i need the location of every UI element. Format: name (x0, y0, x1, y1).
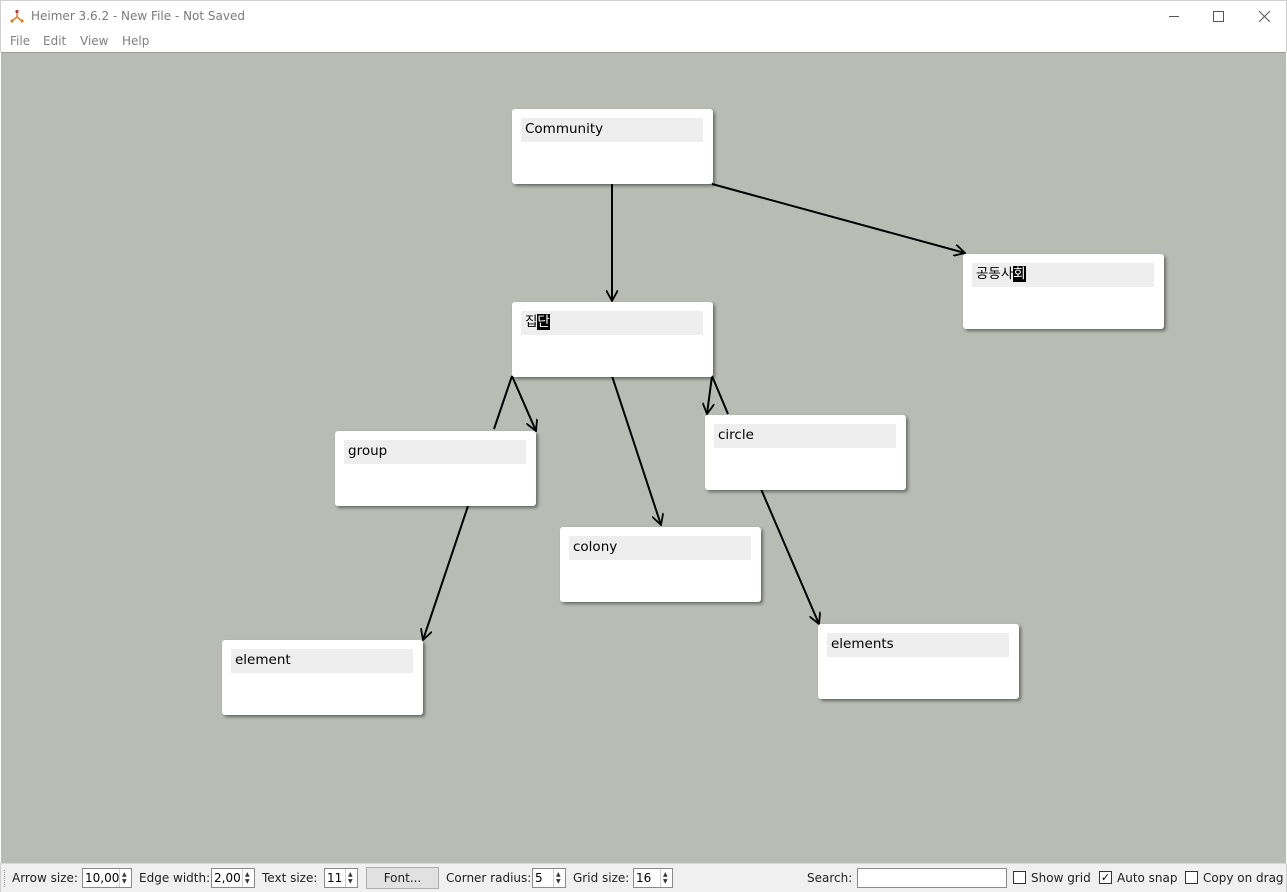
spin-up-icon[interactable]: ▲ (122, 871, 127, 878)
minimize-icon (1168, 16, 1179, 17)
edge-jipdan-circle-upper[interactable] (707, 375, 712, 414)
close-icon (1258, 11, 1270, 22)
spin-up-icon[interactable]: ▲ (556, 871, 561, 878)
edge-width-label: Edge width: (139, 871, 211, 885)
text-size-spinbox[interactable]: 11 ▲▼ (324, 868, 358, 888)
edge-circle-elements[interactable] (760, 488, 819, 624)
close-button[interactable] (1241, 1, 1287, 32)
text-size-label: Text size: (262, 871, 318, 885)
node-element[interactable]: element (222, 640, 423, 715)
node-elements[interactable]: elements (818, 624, 1019, 699)
spin-down-icon[interactable]: ▼ (122, 878, 127, 885)
font-button[interactable]: Font... (366, 867, 439, 889)
menu-file[interactable]: File (10, 34, 31, 48)
maximize-button[interactable] (1195, 1, 1241, 32)
corner-radius-label: Corner radius: (446, 871, 532, 885)
spin-up-icon[interactable]: ▲ (348, 871, 353, 878)
edge-group-element[interactable] (423, 505, 469, 640)
menu-bar: File Edit View Help (0, 31, 1287, 52)
edge-width-value: 2,00 (214, 871, 241, 885)
window-title: Heimer 3.6.2 - New File - Not Saved (31, 9, 245, 23)
search-input[interactable] (857, 868, 1007, 888)
maximize-icon (1212, 11, 1224, 22)
bottom-toolbar: Arrow size: 10,00 ▲▼ Edge width: 2,00 ▲▼… (0, 863, 1287, 892)
spin-arrows[interactable]: ▲▼ (553, 869, 565, 887)
arrow-size-value: 10,00 (85, 871, 120, 885)
grid-size-value: 16 (636, 871, 652, 885)
checkmark-icon: ✓ (1100, 871, 1111, 884)
menu-edit[interactable]: Edit (43, 34, 67, 48)
spin-down-icon[interactable]: ▼ (663, 878, 668, 885)
auto-snap-label[interactable]: Auto snap (1117, 871, 1178, 885)
node-gongdongsahoe[interactable]: 공동사회 (963, 254, 1164, 329)
spin-up-icon[interactable]: ▲ (245, 871, 250, 878)
menu-view[interactable]: View (80, 34, 109, 48)
copy-on-drag-checkbox[interactable] (1185, 871, 1198, 884)
edge-jipdan-colony[interactable] (611, 375, 661, 525)
grid-size-label: Grid size: (573, 871, 630, 885)
edge-jipdan-circle-lower[interactable] (711, 375, 729, 415)
node-text[interactable]: 공동사회 (972, 263, 1154, 287)
show-grid-checkbox[interactable] (1013, 871, 1026, 884)
node-text[interactable]: group (344, 440, 526, 464)
node-text-content: 공동사 (976, 266, 1014, 282)
copy-on-drag-label[interactable]: Copy on drag (1203, 871, 1284, 885)
text-cursor-char: 회 (1013, 266, 1026, 282)
node-text[interactable]: element (231, 649, 413, 673)
node-text[interactable]: 집단 (521, 311, 703, 335)
grid-size-spinbox[interactable]: 16 ▲▼ (633, 868, 673, 888)
node-text[interactable]: circle (714, 424, 896, 448)
spin-arrows[interactable]: ▲▼ (660, 869, 672, 887)
heimer-app-icon (10, 9, 24, 23)
node-jipdan[interactable]: 집단 (512, 302, 713, 377)
spin-arrows[interactable]: ▲▼ (242, 869, 254, 887)
arrow-size-label: Arrow size: (12, 871, 78, 885)
menu-help[interactable]: Help (122, 34, 150, 48)
minimize-button[interactable] (1151, 1, 1197, 32)
edge-community-gongdongsahoe[interactable] (711, 183, 965, 253)
title-bar: Heimer 3.6.2 - New File - Not Saved (0, 0, 1287, 31)
node-community[interactable]: Community (512, 109, 713, 184)
edge-jipdan-group-lower[interactable] (493, 375, 513, 430)
spin-down-icon[interactable]: ▼ (556, 878, 561, 885)
spin-up-icon[interactable]: ▲ (663, 871, 668, 878)
edge-width-spinbox[interactable]: 2,00 ▲▼ (211, 868, 255, 888)
node-text[interactable]: Community (521, 118, 703, 142)
corner-radius-value: 5 (535, 871, 543, 885)
mind-map-canvas[interactable]: Community 공동사회 집단 group circle colony el… (1, 52, 1286, 863)
text-cursor-char: 단 (537, 314, 550, 330)
arrow-size-spinbox[interactable]: 10,00 ▲▼ (82, 868, 132, 888)
spin-arrows[interactable]: ▲▼ (119, 869, 131, 887)
auto-snap-checkbox[interactable]: ✓ (1099, 871, 1112, 884)
node-colony[interactable]: colony (560, 527, 761, 602)
spin-down-icon[interactable]: ▼ (348, 878, 353, 885)
edges-layer (1, 183, 1286, 863)
show-grid-label[interactable]: Show grid (1031, 871, 1091, 885)
search-label: Search: (807, 871, 853, 885)
node-text[interactable]: elements (827, 633, 1009, 657)
text-size-value: 11 (327, 871, 343, 885)
node-group[interactable]: group (335, 431, 536, 506)
node-text[interactable]: colony (569, 536, 751, 560)
node-circle[interactable]: circle (705, 415, 906, 490)
toolbar-grip[interactable] (4, 870, 7, 887)
corner-radius-spinbox[interactable]: 5 ▲▼ (532, 868, 566, 888)
node-text-content: 집 (525, 314, 538, 330)
spin-down-icon[interactable]: ▼ (245, 878, 250, 885)
spin-arrows[interactable]: ▲▼ (345, 869, 357, 887)
edge-jipdan-group-upper[interactable] (511, 375, 536, 431)
